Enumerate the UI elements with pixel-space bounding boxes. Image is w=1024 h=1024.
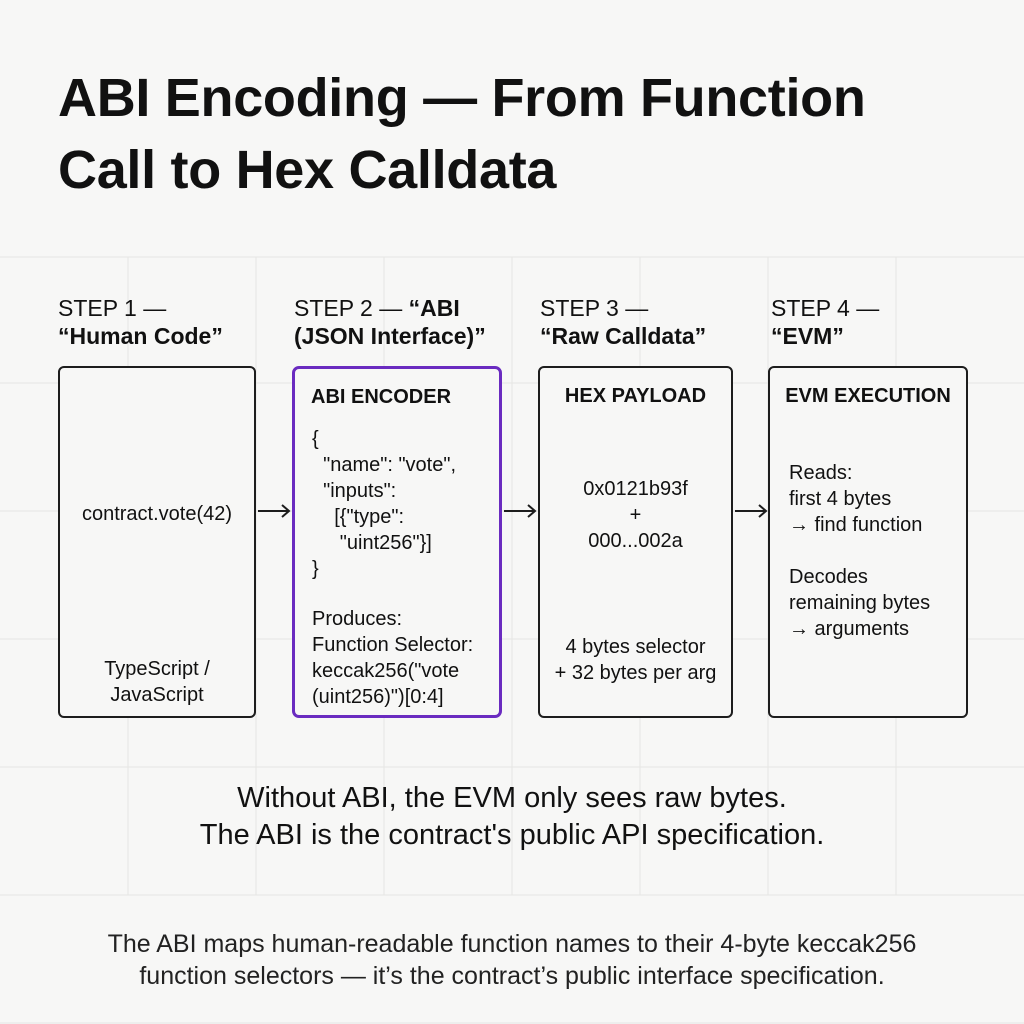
evm-execution-box: EVM EXECUTION Reads: first 4 bytes → fin… (768, 366, 968, 718)
title-line-2: Call to Hex Calldata (58, 140, 557, 200)
note-line-1: Without ABI, the EVM only sees raw bytes… (237, 782, 787, 814)
language-label: TypeScript / JavaScript (104, 658, 210, 706)
step-1-name: “Human Code” (58, 323, 223, 349)
step-3-name: “Raw Calldata” (540, 323, 707, 349)
evm-execution-title: EVM EXECUTION (785, 385, 951, 407)
evm-reads-text: Reads: first 4 bytes → find function (789, 462, 923, 536)
step-2-label: STEP 2 — (294, 295, 409, 321)
step-4-name: “EVM” (771, 323, 844, 349)
function-selector-text: Produces: Function Selector: keccak256("… (312, 608, 474, 708)
step-2-heading: STEP 2 — “ABI (JSON Interface)” (294, 294, 486, 350)
step-4-heading: STEP 4 — “EVM” (771, 294, 879, 350)
arrow-right-icon (504, 504, 537, 518)
hex-payload-value: 0x0121b93f + 000...002a (583, 478, 688, 552)
hex-payload-box: HEX PAYLOAD 0x0121b93f + 000...002a 4 by… (538, 366, 733, 718)
step-2-name: (JSON Interface)” (294, 323, 486, 349)
hex-payload-title: HEX PAYLOAD (564, 385, 707, 407)
arrow-right-icon (735, 504, 768, 518)
human-code-box: contract.vote(42) TypeScript / JavaScrip… (58, 366, 256, 718)
step-3-heading: STEP 3 — “Raw Calldata” (540, 294, 706, 350)
step-3-label: STEP 3 — (540, 295, 649, 321)
figure-caption: The ABI maps human-readable function nam… (0, 928, 1024, 992)
abi-json-snippet: { "name": "vote", "inputs": [{"type": "u… (312, 428, 457, 580)
page-title: ABI Encoding — From Function Call to Hex… (58, 62, 998, 206)
step-1-label: STEP 1 — (58, 295, 167, 321)
step-2-label-bold: “ABI (408, 295, 460, 321)
evm-decodes-text: Decodes remaining bytes → arguments (789, 566, 931, 640)
payload-size-note: 4 bytes selector + 32 bytes per arg (554, 636, 717, 684)
caption-line-1: The ABI maps human-readable function nam… (107, 930, 917, 958)
step-1-heading: STEP 1 — “Human Code” (58, 294, 223, 350)
note-line-2: The ABI is the contract's public API spe… (199, 819, 825, 851)
title-line-1: ABI Encoding — From Function (58, 68, 866, 128)
step-2-label-line: STEP 2 — “ABI (294, 294, 486, 322)
function-call-code: contract.vote(42) (81, 503, 233, 525)
step-4-label: STEP 4 — (771, 295, 880, 321)
arrow-right-icon (258, 504, 291, 518)
abi-encoder-box: ABI ENCODER { "name": "vote", "inputs": … (292, 366, 502, 718)
abi-encoder-title: ABI ENCODER (311, 386, 452, 408)
caption-line-2: function selectors — it’s the contract’s… (139, 962, 885, 990)
abi-summary-note: Without ABI, the EVM only sees raw bytes… (0, 780, 1024, 854)
